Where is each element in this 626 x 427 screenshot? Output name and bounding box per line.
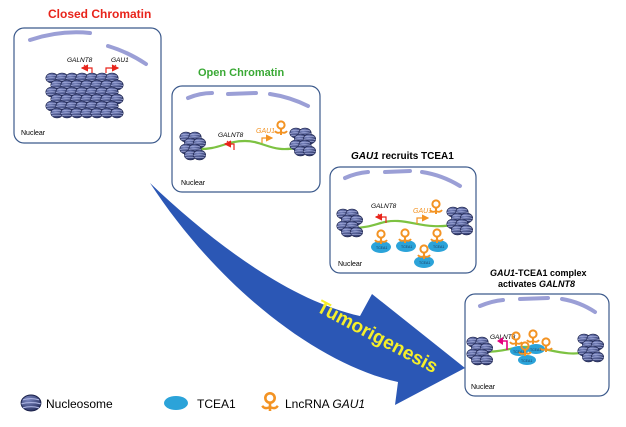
closed-galnt8-label: GALNT8 (67, 57, 93, 64)
complex-nuclear-label: Nuclear (471, 384, 496, 391)
open-chromatin-panel: GALNT8 GAU1 Nuclear (171, 85, 321, 193)
nucleosome-icon (192, 149, 207, 161)
recruit-galnt8-label: GALNT8 (371, 203, 397, 210)
recruit-gau1-label: GAU1 (413, 208, 432, 215)
tcea1-mini-label: TCEA1 (433, 245, 444, 249)
open-chromatin-title: Open Chromatin (198, 67, 284, 79)
open-galnt8-label: GALNT8 (218, 132, 244, 139)
nucleosome-icon (302, 145, 317, 157)
closed-chromatin-panel: GALNT8 GAU1 Nuclear (13, 27, 162, 144)
complex-tcea1-cluster: TCEA1 TCEA1 TCEA1 (509, 329, 553, 365)
legend-lncrna-icon (260, 392, 280, 413)
recruit-panel: GALNT8 GAU1 TCEA1 TCEA1 TCEA1 TCEA1 Nucl… (329, 166, 477, 274)
tcea1-mini-label: TCEA1 (513, 350, 524, 354)
closed-gau1-label: GAU1 (111, 57, 129, 64)
recruit-title: GAU1 recruits TCEA1 (351, 151, 454, 162)
legend-nucleosome-icon (20, 394, 42, 412)
complex-panel: GALNT8 TCEA1 TCEA1 TCEA1 Nuclear (464, 293, 610, 397)
complex-title-line1: GAU1-TCEA1 complex (490, 268, 587, 278)
nucleosome-icon (110, 107, 124, 119)
tcea1-mini-label: TCEA1 (401, 245, 412, 249)
nucleosome-icon (479, 354, 494, 366)
legend-lncrna-label: LncRNA GAU1 (285, 397, 365, 411)
open-gau1-label: GAU1 (256, 128, 275, 135)
tcea1-mini-label: TCEA1 (530, 348, 541, 352)
nucleosome-icon (590, 351, 605, 363)
legend-nucleosome-label: Nucleosome (46, 397, 113, 411)
recruit-nuclear-label: Nuclear (338, 261, 363, 268)
nucleosome-icon (349, 226, 364, 238)
closed-nucleosome-cluster (45, 72, 124, 119)
closed-nuclear-label: Nuclear (21, 130, 46, 137)
legend-tcea1-icon (164, 396, 188, 410)
nucleosome-icon (459, 224, 474, 236)
closed-chromatin-title: Closed Chromatin (48, 7, 151, 21)
complex-title-line2: activates GALNT8 (498, 279, 575, 289)
tcea1-mini-label: TCEA1 (376, 246, 387, 250)
legend-tcea1-label: TCEA1 (197, 397, 236, 411)
recruit-tcea1-group: TCEA1 TCEA1 TCEA1 TCEA1 (371, 228, 448, 268)
tcea1-mini-label: TCEA1 (419, 261, 430, 265)
legend: Nucleosome TCEA1 LncRNA GAU1 (20, 392, 365, 413)
tcea1-mini-label: TCEA1 (521, 359, 532, 363)
open-nuclear-label: Nuclear (181, 180, 206, 187)
